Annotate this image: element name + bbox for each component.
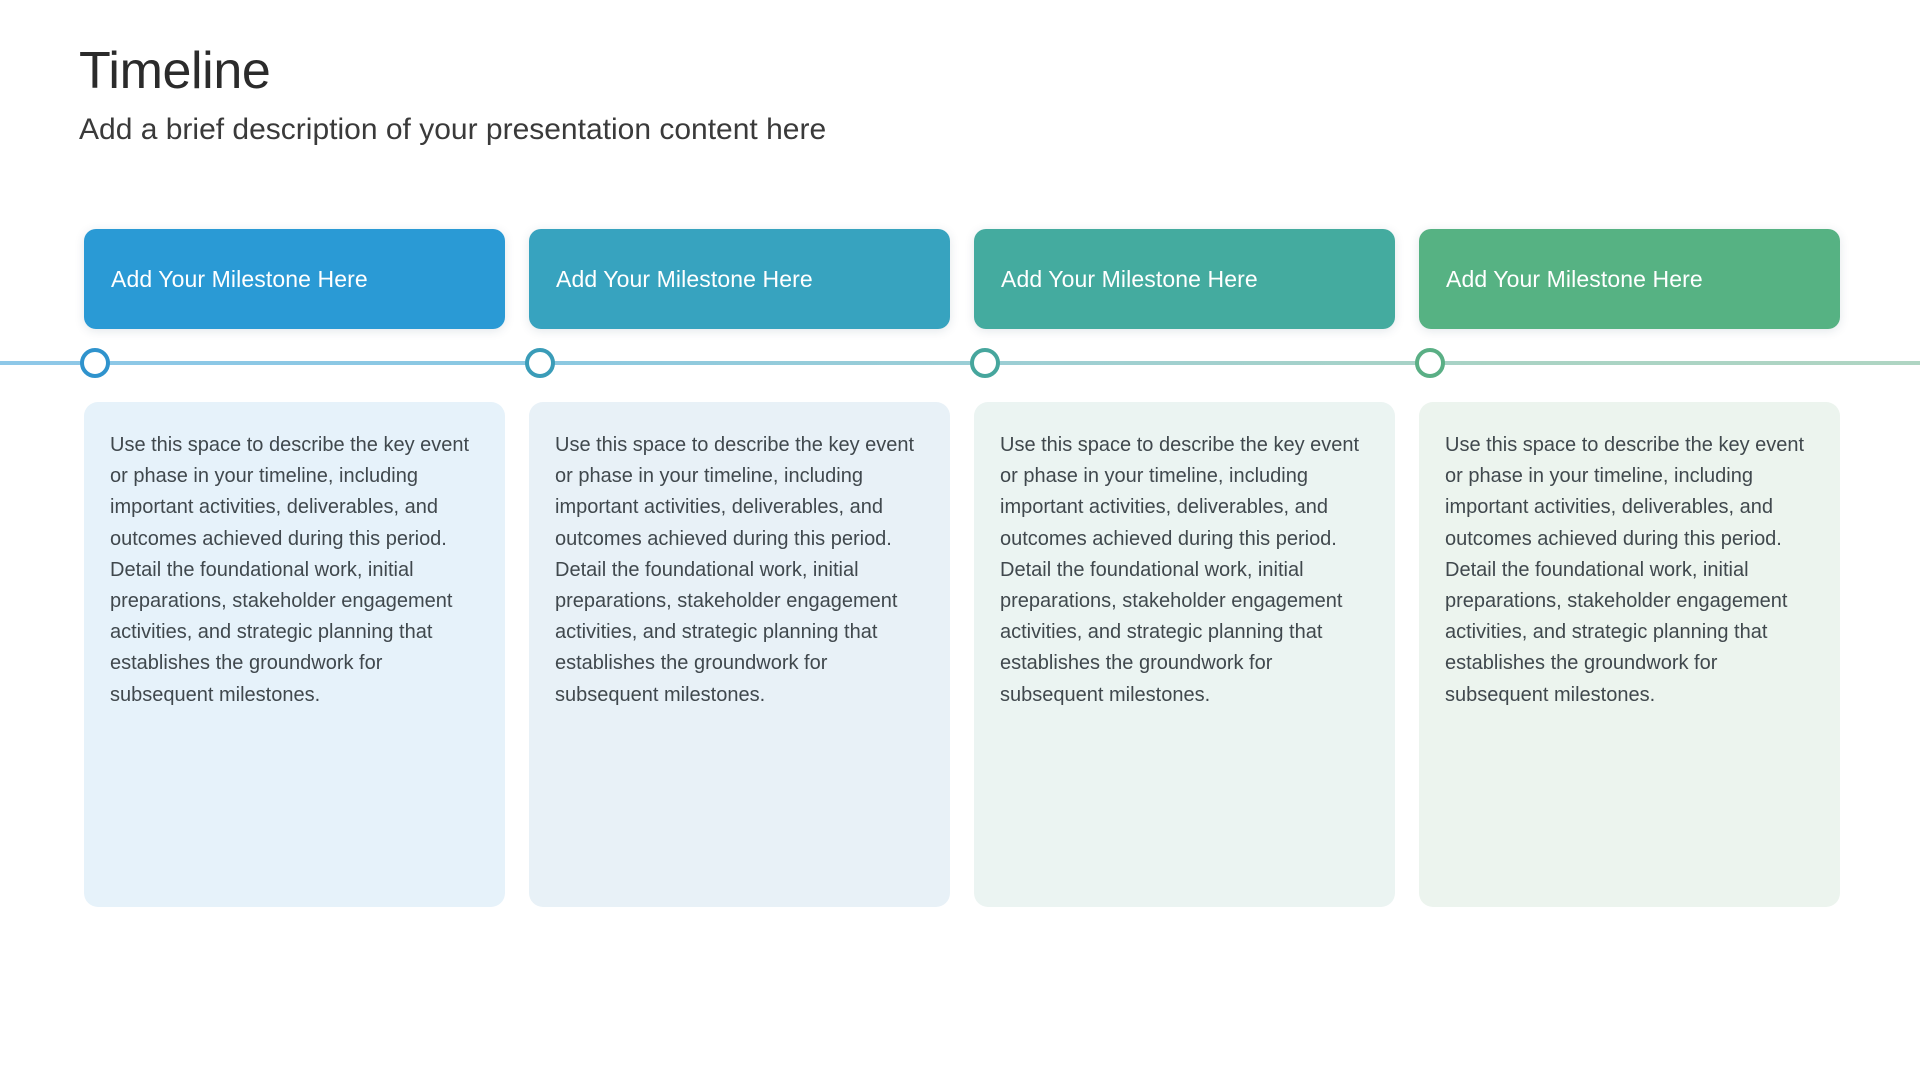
milestone-header-3[interactable]: Add Your Milestone Here — [974, 229, 1395, 329]
timeline-marker-1[interactable] — [80, 348, 110, 378]
timeline-marker-3[interactable] — [970, 348, 1000, 378]
milestone-label-2: Add Your Milestone Here — [556, 265, 813, 292]
milestone-header-2[interactable]: Add Your Milestone Here — [529, 229, 950, 329]
page-subtitle: Add a brief description of your presenta… — [79, 113, 827, 147]
timeline-marker-4[interactable] — [1415, 348, 1445, 378]
milestone-label-4: Add Your Milestone Here — [1446, 265, 1703, 292]
milestone-description-text-4: Use this space to describe the key event… — [1445, 434, 1805, 706]
milestone-header-1[interactable]: Add Your Milestone Here — [84, 229, 505, 329]
milestone-description-text-1: Use this space to describe the key event… — [110, 434, 470, 706]
milestone-description-card-4[interactable]: Use this space to describe the key event… — [1419, 402, 1840, 907]
milestone-description-text-2: Use this space to describe the key event… — [555, 434, 915, 706]
milestone-label-3: Add Your Milestone Here — [1001, 265, 1258, 292]
milestone-header-4[interactable]: Add Your Milestone Here — [1419, 229, 1840, 329]
milestone-description-card-1[interactable]: Use this space to describe the key event… — [84, 402, 505, 907]
milestone-description-card-2[interactable]: Use this space to describe the key event… — [529, 402, 950, 907]
timeline-marker-2[interactable] — [525, 348, 555, 378]
milestone-label-1: Add Your Milestone Here — [111, 265, 368, 292]
milestone-description-text-3: Use this space to describe the key event… — [1000, 434, 1360, 706]
page-title: Timeline — [79, 42, 271, 100]
milestone-description-card-3[interactable]: Use this space to describe the key event… — [974, 402, 1395, 907]
timeline-axis-line — [0, 361, 1920, 365]
slide-header: Timeline Add a brief description of your… — [79, 42, 1579, 149]
